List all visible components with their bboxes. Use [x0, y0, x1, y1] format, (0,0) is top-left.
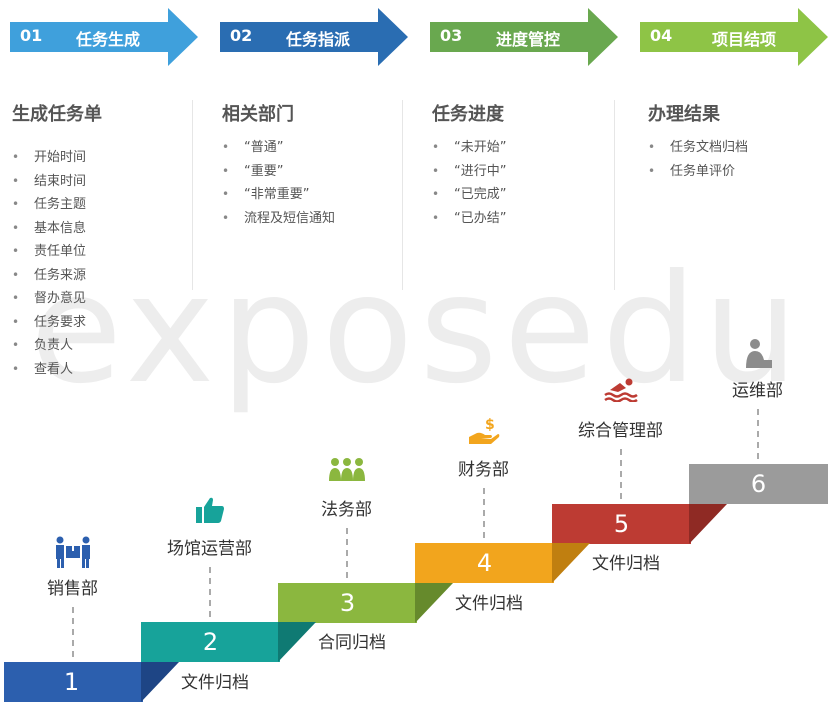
department-label: 法务部 [321, 500, 372, 520]
phase-number: 01 [20, 26, 43, 45]
department-label: 销售部 [47, 579, 98, 599]
step-block-5 [552, 504, 691, 544]
archive-label: 文件归档 [592, 554, 660, 574]
column-divider [402, 100, 403, 290]
phase-arrow-02: 02 任务指派 [220, 8, 408, 66]
list-item: 督办意见 [12, 287, 102, 311]
step-block-3 [278, 583, 417, 623]
list-item: 负责人 [12, 334, 102, 358]
step-block-2 [141, 622, 280, 662]
step-dash-line [756, 409, 759, 459]
arrow-shape [10, 8, 198, 66]
list-item: “已完成” [432, 183, 506, 207]
step-block-4 [415, 543, 554, 583]
column-heading: 办理结果 [648, 104, 720, 125]
column-list: 开始时间结束时间任务主题基本信息责任单位任务来源督办意见任务要求负责人查看人 [12, 146, 102, 381]
arrow-shape [640, 8, 828, 66]
svg-text:$: $ [485, 417, 495, 433]
phase-title: 项目结项 [712, 30, 777, 49]
phase-title: 任务指派 [286, 30, 351, 49]
list-item: 任务来源 [12, 264, 102, 288]
list-item: “重要” [222, 160, 335, 184]
step-dash-line [345, 528, 348, 578]
list-item: “普通” [222, 136, 335, 160]
money-hand-icon: $ [467, 417, 501, 449]
phase-title: 任务生成 [76, 30, 141, 49]
watermark: exposedu [30, 243, 805, 417]
phase-number: 02 [230, 26, 253, 45]
department-label: 运维部 [732, 381, 783, 401]
department-label: 财务部 [458, 460, 509, 480]
list-item: “未开始” [432, 136, 506, 160]
list-item: “已办结” [432, 207, 506, 231]
step-number: 6 [750, 470, 767, 498]
list-item: 任务单评价 [648, 160, 748, 184]
arrow-shape [430, 8, 618, 66]
list-item: “进行中” [432, 160, 506, 184]
list-item: 流程及短信通知 [222, 207, 335, 231]
info-column: 办理结果任务文档归档任务单评价 [648, 100, 748, 183]
arrow-shape [220, 8, 408, 66]
step-dash-line [71, 607, 74, 657]
swimmer-icon [603, 378, 638, 406]
list-item: “非常重要” [222, 183, 335, 207]
step-number: 2 [202, 628, 219, 656]
step-connector [415, 583, 453, 623]
column-list: 任务文档归档任务单评价 [648, 136, 748, 183]
thumbs-up-icon [195, 496, 225, 528]
phase-arrow-03: 03 进度管控 [430, 8, 618, 66]
list-item: 查看人 [12, 358, 102, 382]
step-number: 3 [339, 589, 356, 617]
info-column: 相关部门 “普通”“重要”“非常重要”流程及短信通知 [222, 100, 335, 230]
list-item: 任务主题 [12, 193, 102, 217]
column-heading: 任务进度 [432, 104, 504, 125]
list-item: 任务要求 [12, 311, 102, 335]
column-divider [192, 100, 193, 290]
step-number: 1 [63, 668, 80, 696]
step-dash-line [482, 488, 485, 538]
step-connector [278, 622, 316, 662]
people-carrying-box-icon [53, 536, 93, 572]
step-block-6 [689, 464, 828, 504]
step-dash-line [208, 567, 211, 617]
column-divider [614, 100, 615, 290]
phase-arrow-01: 01 任务生成 [10, 8, 198, 66]
phase-title: 进度管控 [496, 30, 561, 49]
step-connector [552, 543, 590, 583]
step-connector [689, 504, 727, 544]
column-heading: 生成任务单 [12, 104, 102, 125]
step-dash-line [619, 449, 622, 499]
department-label: 综合管理部 [578, 421, 663, 441]
list-item: 开始时间 [12, 146, 102, 170]
info-column: 生成任务单开始时间结束时间任务主题基本信息责任单位任务来源督办意见任务要求负责人… [12, 100, 102, 381]
archive-label: 文件归档 [181, 673, 249, 693]
column-heading: 相关部门 [222, 104, 294, 125]
archive-label: 合同归档 [318, 633, 386, 653]
step-connector [141, 662, 179, 702]
phase-number: 03 [440, 26, 463, 45]
list-item: 责任单位 [12, 240, 102, 264]
phase-number: 04 [650, 26, 673, 45]
column-list: “普通”“重要”“非常重要”流程及短信通知 [222, 136, 335, 230]
column-list: “未开始”“进行中”“已完成”“已办结” [432, 136, 506, 230]
worker-icon [743, 338, 773, 372]
phase-arrow-04: 04 项目结项 [640, 8, 828, 66]
info-column: 任务进度 “未开始”“进行中”“已完成”“已办结” [432, 100, 506, 230]
list-item: 结束时间 [12, 170, 102, 194]
archive-label: 文件归档 [455, 594, 523, 614]
department-label: 场馆运营部 [167, 539, 252, 559]
list-item: 任务文档归档 [648, 136, 748, 160]
step-number: 4 [476, 549, 493, 577]
team-icon [328, 457, 366, 485]
list-item: 基本信息 [12, 217, 102, 241]
step-number: 5 [613, 510, 630, 538]
step-block-1 [4, 662, 143, 702]
